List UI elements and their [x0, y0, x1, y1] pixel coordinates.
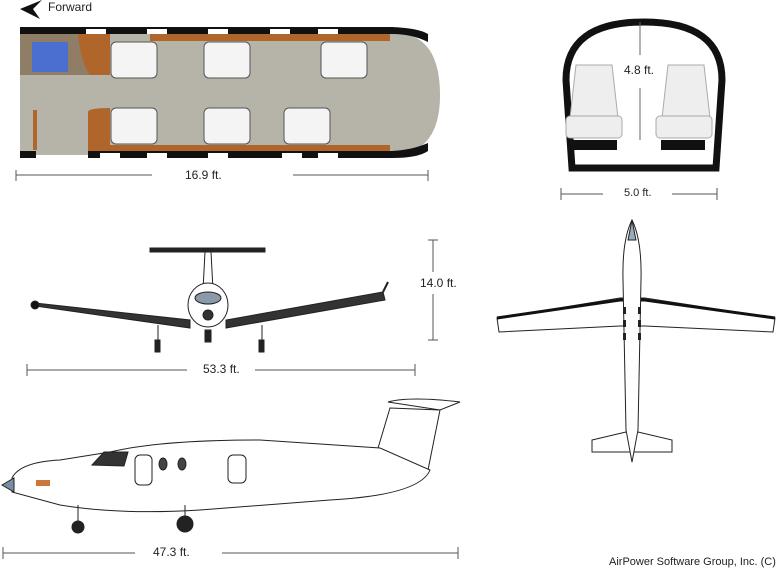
length-label: 47.3 ft. [150, 545, 193, 559]
cross-section-seat [661, 64, 711, 119]
cabin-floor-plan [20, 27, 440, 158]
front-view [30, 247, 389, 353]
fuselage-side [11, 439, 431, 513]
cabin-length-dimension [15, 170, 429, 181]
cabin-seat [320, 41, 368, 79]
cabin-seat [110, 107, 158, 145]
cabin-seat [110, 41, 158, 79]
height-label: 14.0 ft. [417, 276, 460, 290]
cabin-width-label: 5.0 ft. [621, 187, 655, 199]
fuselage-top [622, 218, 642, 463]
top-view [496, 218, 776, 463]
cross-section-seat [569, 64, 619, 119]
cabin-width-dimension [560, 188, 718, 200]
cabin-seat [203, 41, 251, 79]
span-dimension [26, 364, 416, 376]
cabin-seat [203, 107, 251, 145]
forward-arrow-icon [20, 0, 42, 19]
span-label: 53.3 ft. [200, 362, 243, 376]
side-view [1, 398, 461, 534]
forward-label: Forward [48, 0, 93, 14]
side-length-dimension [2, 547, 459, 559]
cabin-length-label: 16.9 ft. [182, 168, 225, 182]
credit-text: AirPower Software Group, Inc. (C) [606, 556, 779, 568]
height-dimension [428, 239, 438, 341]
galley-unit [32, 42, 68, 72]
cabin-seat [283, 107, 331, 145]
cabin-height-label: 4.8 ft. [621, 63, 658, 77]
cabin-cross-section [562, 18, 726, 172]
